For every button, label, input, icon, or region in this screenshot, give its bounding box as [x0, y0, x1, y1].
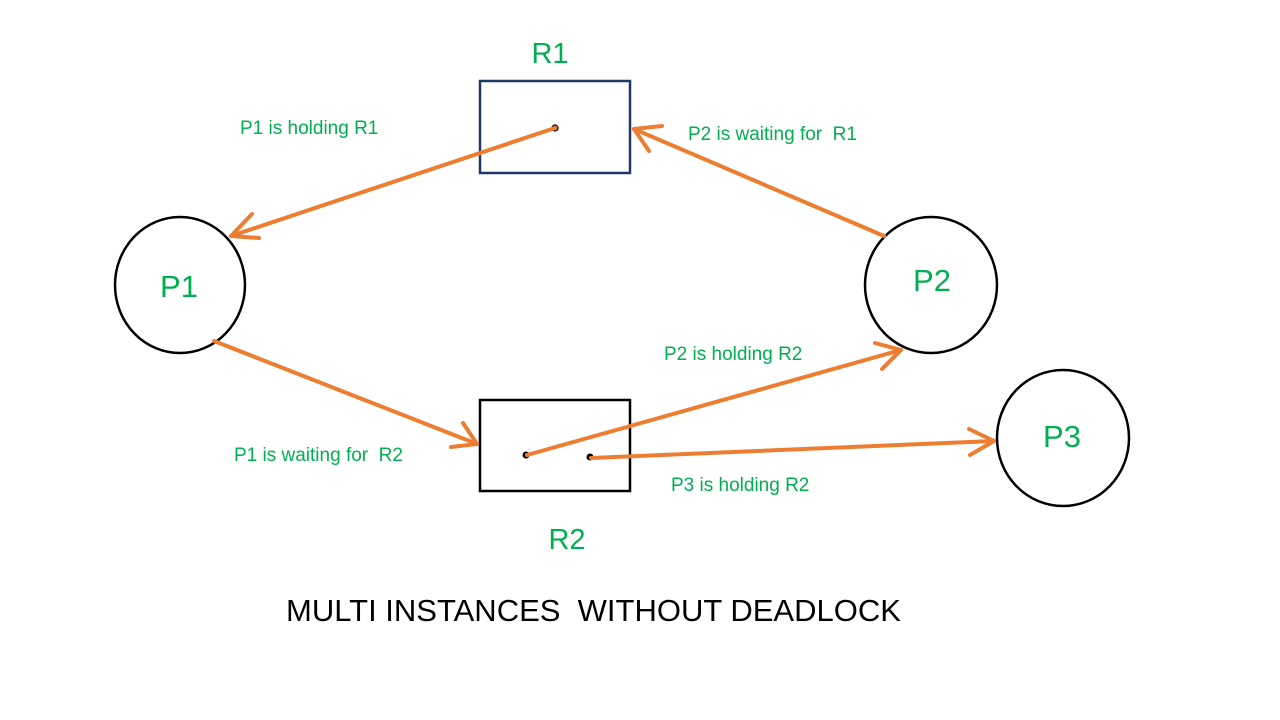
process-p2: P2 [863, 215, 999, 355]
process-p3: P3 [995, 368, 1131, 508]
edge-p2-waiting-r1-arrowhead [632, 124, 664, 153]
label-p2-holding-r2: P2 is holding R2 [664, 344, 802, 365]
label-p1-holding-r1: P1 is holding R1 [240, 118, 378, 139]
process-p2-circle [863, 215, 999, 355]
process-p1-label: P1 [160, 269, 198, 304]
edge-p1-holding-r1 [229, 126, 557, 240]
resource-r2-label: R2 [548, 524, 585, 556]
edge-p3-holding-r2 [589, 427, 996, 460]
edge-p3-holding-r2-line [589, 439, 996, 460]
edge-p1-waiting-r2 [212, 339, 479, 449]
process-p2-label: P2 [913, 263, 951, 298]
resource-r1-label: R1 [531, 38, 568, 70]
process-p1-circle [113, 215, 247, 355]
process-p3-circle [995, 368, 1131, 508]
edge-p2-holding-r2-arrowhead [873, 341, 903, 371]
edge-p2-holding-r2 [525, 341, 903, 457]
edge-p2-waiting-r1 [632, 124, 886, 238]
label-p1-waiting-r2: P1 is waiting for R2 [234, 445, 403, 466]
edge-p1-waiting-r2-arrowhead [449, 421, 479, 449]
edge-p1-holding-r1-arrowhead [229, 212, 261, 240]
diagram-caption: MULTI INSTANCES WITHOUT DEADLOCK [286, 593, 901, 628]
process-p3-label: P3 [1043, 419, 1081, 454]
edge-p3-holding-r2-arrowhead [967, 427, 996, 457]
edge-p1-holding-r1-line [229, 126, 557, 238]
resource-r1: R1 [478, 38, 632, 175]
edge-p2-waiting-r1-line [632, 127, 886, 238]
label-p3-holding-r2: P3 is holding R2 [671, 475, 809, 496]
process-p1: P1 [113, 215, 247, 355]
edge-p1-waiting-r2-line [212, 339, 479, 446]
label-p2-waiting-r1: P2 is waiting for R1 [688, 124, 857, 145]
resource-r2: R2 [478, 398, 632, 556]
edge-p2-holding-r2-line [525, 348, 903, 457]
